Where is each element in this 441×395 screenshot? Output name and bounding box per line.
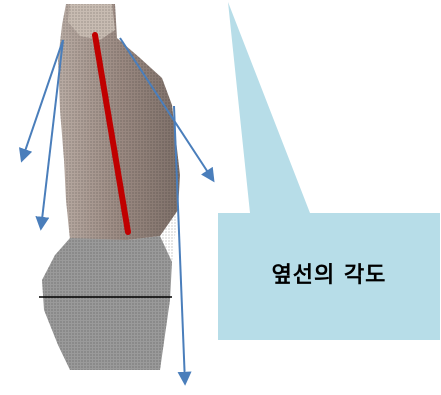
left-inner-arrow: [41, 40, 63, 228]
callout-label: 옆선의 각도: [218, 248, 440, 298]
halftone-overlay: [42, 4, 180, 370]
plumb-line-arrow: [174, 106, 185, 383]
